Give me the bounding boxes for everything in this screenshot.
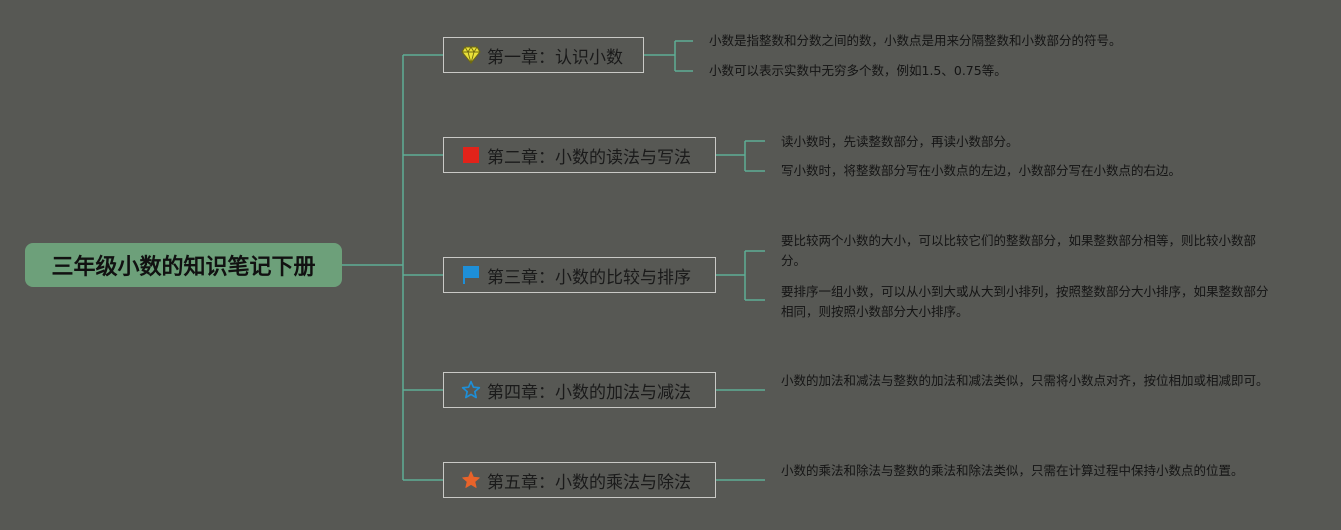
diamond-icon <box>460 44 482 66</box>
chapter-3-node[interactable]: 第三章：小数的比较与排序 <box>443 257 716 293</box>
chapter-3-title: 第三章：小数的比较与排序 <box>487 267 691 288</box>
chapter-1-note-2: 小数可以表示实数中无穷多个数，例如1.5、0.75等。 <box>709 63 1007 78</box>
chapter-5-title: 第五章：小数的乘法与除法 <box>487 472 691 493</box>
chapter-5-node[interactable]: 第五章：小数的乘法与除法 <box>443 462 716 498</box>
chapter-2-note-2: 写小数时，将整数部分写在小数点的左边，小数部分写在小数点的右边。 <box>781 163 1182 178</box>
chapter-1-node[interactable]: 第一章：认识小数 <box>443 37 644 73</box>
chapter-4-node[interactable]: 第四章：小数的加法与减法 <box>443 372 716 408</box>
red-square-icon <box>460 144 482 166</box>
chapter-1-note-1: 小数是指整数和分数之间的数，小数点是用来分隔整数和小数部分的符号。 <box>709 33 1122 48</box>
chapter-2-note-1: 读小数时，先读整数部分，再读小数部分。 <box>781 134 1019 149</box>
chapter-3-note-1: 要比较两个小数的大小，可以比较它们的整数部分，如果整数部分相等，则比较小数部分。 <box>781 233 1257 268</box>
chapter-4-title: 第四章：小数的加法与减法 <box>487 382 691 403</box>
outline-star-icon <box>460 379 482 401</box>
chapter-1-title: 第一章：认识小数 <box>487 47 623 68</box>
chapter-2-node[interactable]: 第二章：小数的读法与写法 <box>443 137 716 173</box>
chapter-3-note-2: 要排序一组小数，可以从小到大或从大到小排列，按照整数部分大小排序，如果整数部分相… <box>781 284 1269 319</box>
chapter-5-note-1: 小数的乘法和除法与整数的乘法和除法类似，只需在计算过程中保持小数点的位置。 <box>781 463 1244 478</box>
root-title: 三年级小数的知识笔记下册 <box>51 255 316 280</box>
filled-star-icon <box>460 469 482 491</box>
chapter-2-title: 第二章：小数的读法与写法 <box>487 147 691 168</box>
root-topic[interactable]: 三年级小数的知识笔记下册 <box>25 243 342 287</box>
flag-icon <box>460 264 482 286</box>
chapter-4-note-1: 小数的加法和减法与整数的加法和减法类似，只需将小数点对齐，按位相加或相减即可。 <box>781 373 1269 388</box>
